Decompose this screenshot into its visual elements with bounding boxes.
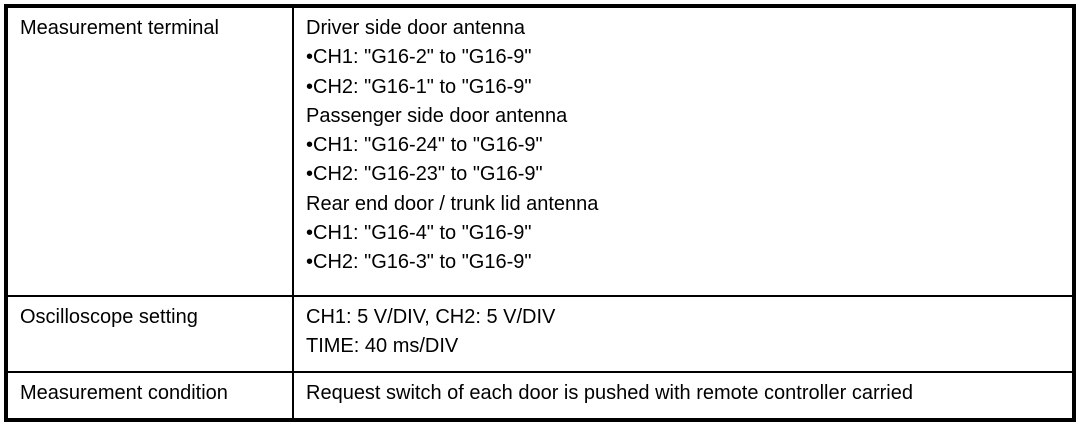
value-line: TIME: 40 ms/DIV [306,335,459,358]
value-line: •CH1: "G16-2" to "G16-9" [306,46,532,69]
value-line: •CH2: "G16-1" to "G16-9" [306,75,532,98]
value-line: Request switch of each door is pushed wi… [306,382,913,404]
value-line: Driver side door antenna [306,17,526,39]
measurement-table: Measurement terminal Driver side door an… [4,4,1076,422]
row-label: Measurement terminal [5,5,294,297]
value-line: Passenger side door antenna [306,104,568,127]
value-line: •CH2: "G16-3" to "G16-9" [306,251,532,274]
value-line: •CH1: "G16-24" to "G16-9" [306,134,543,157]
row-value: Request switch of each door is pushed wi… [292,371,1075,421]
table-row: Measurement terminal Driver side door an… [5,5,1075,297]
row-value: CH1: 5 V/DIV, CH2: 5 V/DIV TIME: 40 ms/D… [292,295,1075,373]
value-line: Rear end door / trunk lid antenna [306,192,599,215]
table-row: Measurement condition Request switch of … [5,371,1075,421]
row-value: Driver side door antenna •CH1: "G16-2" t… [292,5,1075,297]
row-label: Oscilloscope setting [5,295,294,373]
value-line: CH1: 5 V/DIV, CH2: 5 V/DIV [306,306,556,328]
value-line: •CH1: "G16-4" to "G16-9" [306,222,532,245]
row-label: Measurement condition [5,371,294,421]
table-row: Oscilloscope setting CH1: 5 V/DIV, CH2: … [5,295,1075,373]
value-line: •CH2: "G16-23" to "G16-9" [306,163,543,186]
